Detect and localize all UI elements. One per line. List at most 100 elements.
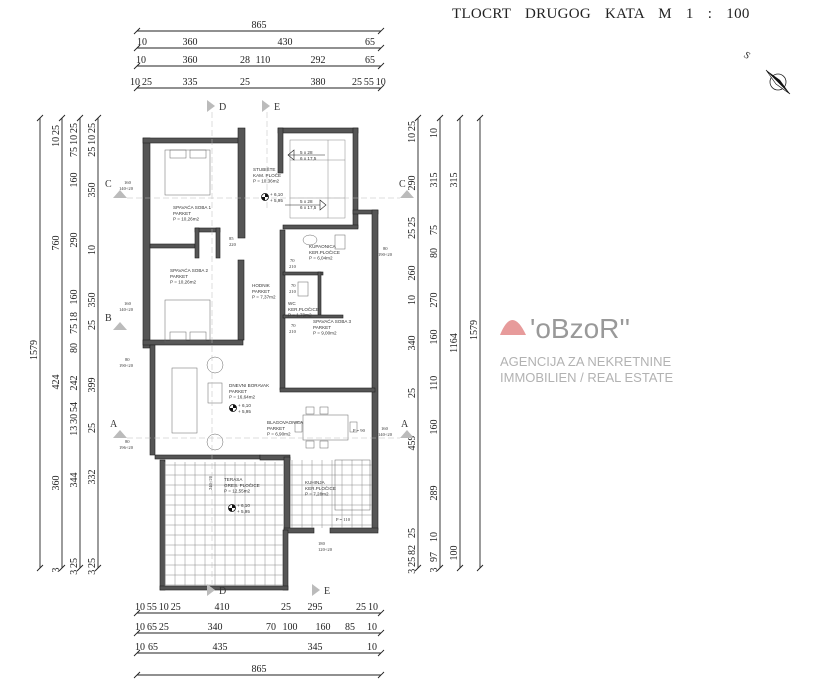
level-markers: + 6,10+ 5,95+ 6,10+ 5,95+ 6,10+ 5,95 <box>228 192 283 514</box>
level-marker-icon <box>228 504 236 512</box>
dimension-label: 10 <box>87 245 98 255</box>
dimension-label: 350 <box>87 293 98 308</box>
agency-line1: AGENCIJA ZA NEKRETNINE <box>500 354 672 369</box>
level-top: + 6,10 <box>238 403 251 408</box>
room-name: DNEVNI BORAVAK <box>229 383 270 388</box>
room-floor: KAM. PLOČE <box>253 172 281 178</box>
dimension-label: 340 <box>407 336 418 351</box>
dimension-label: 242 <box>69 376 80 391</box>
dimension-label: 3 <box>407 569 418 574</box>
room-name: STUBIŠTE <box>253 166 275 172</box>
stair-rise: 6 x 17,5 <box>300 156 317 161</box>
compass-label: S <box>741 50 752 62</box>
room-name: SPAVAĆA SOBA 2 <box>170 267 208 273</box>
dimension-label: 25 <box>87 558 98 568</box>
window-width: 80 <box>383 246 388 251</box>
window-height: 190÷20 <box>119 363 134 368</box>
window-width: 160 <box>381 426 389 431</box>
dimension-label: 10 <box>135 642 145 653</box>
section-a-label: A <box>401 419 409 430</box>
dimension-label: 10 <box>367 622 377 633</box>
section-e-label: E <box>324 586 330 597</box>
window-height: 190÷20 <box>378 252 393 257</box>
room-name: HODNIK <box>252 283 271 288</box>
dimension-label: 65 <box>147 622 157 633</box>
room-name: BLAGOVAONICA <box>267 420 304 425</box>
window-parapet: P = 110 <box>336 517 351 522</box>
dimension-label: 13 <box>69 426 80 436</box>
dimension-label: 75 <box>69 324 80 334</box>
dimension-label: 160 <box>316 622 331 633</box>
dimension-label: 344 <box>69 473 80 488</box>
dimension-label: 110 <box>256 55 271 66</box>
dimension-label: 360 <box>183 37 198 48</box>
opening-labels: 160 140÷20 160 140÷20 80 190÷20 80 196÷2… <box>119 180 393 552</box>
door-width: 70 <box>290 258 295 263</box>
window-width: 160 <box>124 180 132 185</box>
dimension-label: 10 <box>367 642 377 653</box>
dimension-label: 25 <box>171 602 181 613</box>
room-floor: PARKET <box>173 211 191 216</box>
level-top: + 6,10 <box>270 192 283 197</box>
dimension-label: 380 <box>311 77 326 88</box>
level-top: + 6,10 <box>237 503 250 508</box>
dimension-label: 75 <box>429 225 440 235</box>
door-height: 210 <box>289 329 297 334</box>
compass-icon: S <box>741 50 791 95</box>
dimension-label: 160 <box>69 173 80 188</box>
dimension-label: 410 <box>215 602 230 613</box>
dimension-label: 1164 <box>449 333 460 353</box>
door-height: 240÷20 <box>208 475 213 490</box>
dimension-label: 110 <box>429 376 440 391</box>
window-height: 140÷20 <box>378 432 393 437</box>
room-name: KUPAONICA <box>309 244 337 249</box>
dimension-label: 332 <box>87 470 98 485</box>
section-c-label: C <box>399 179 406 190</box>
room-floor: KER.PLOČICE <box>305 485 336 491</box>
bed-icon <box>164 149 211 196</box>
level-bottom: + 5,95 <box>270 198 283 203</box>
dimension-label: 345 <box>308 642 323 653</box>
drawing-title: TLOCRT DRUGOG KATA M 1 : 100 <box>452 6 750 22</box>
dimension-label: 25 <box>142 77 152 88</box>
room-area: P = 6,04m2 <box>309 256 333 261</box>
room-name: KUHINJA <box>305 480 326 485</box>
dimension-label: 459 <box>407 436 418 451</box>
room-name: SPAVAĆA SOBA 3 <box>313 318 351 324</box>
dimension-label: 340 <box>208 622 223 633</box>
dimension-label: 3 <box>87 570 98 575</box>
dimension-label: 70 <box>266 622 276 633</box>
dimension-label: 10 <box>407 295 418 305</box>
window-parapet: P = 90 <box>353 428 366 433</box>
dimension-label: 292 <box>311 55 326 66</box>
door-height: 220 <box>229 242 237 247</box>
dimension-label: 82 <box>407 545 418 555</box>
dimension-label: 25 <box>407 388 418 398</box>
room-floor: KER.PLOČICE <box>309 249 340 255</box>
dimension-label: 335 <box>183 77 198 88</box>
dimension-label: 65 <box>148 642 158 653</box>
dimension-label: 435 <box>213 642 228 653</box>
dimension-label: 25 <box>407 557 418 567</box>
dimension-label: 97 <box>429 552 440 562</box>
armchair-icon <box>207 382 223 404</box>
dimension-label: 75 <box>69 147 80 157</box>
dimension-label: 25 <box>87 123 98 133</box>
agency-line2: IMMOBILIEN / REAL ESTATE <box>500 370 673 385</box>
dimension-label: 25 <box>407 229 418 239</box>
room-name: WC <box>288 301 296 306</box>
room-area: P = 9,00m2 <box>313 331 337 336</box>
room-area: P = 10,26m2 <box>170 280 197 285</box>
terrace-tiles <box>164 460 372 586</box>
dimension-label: 10 <box>69 135 80 145</box>
dimension-label: 25 <box>159 622 169 633</box>
dimension-label: 10 <box>429 532 440 542</box>
sink-icon <box>302 234 318 246</box>
dimension-label: 18 <box>69 312 80 322</box>
agency-watermark: 'oBzoR'' AGENCIJA ZA NEKRETNINE IMMOBILI… <box>500 313 673 385</box>
dimension-label: 65 <box>365 55 375 66</box>
window-height: 140÷20 <box>119 186 134 191</box>
